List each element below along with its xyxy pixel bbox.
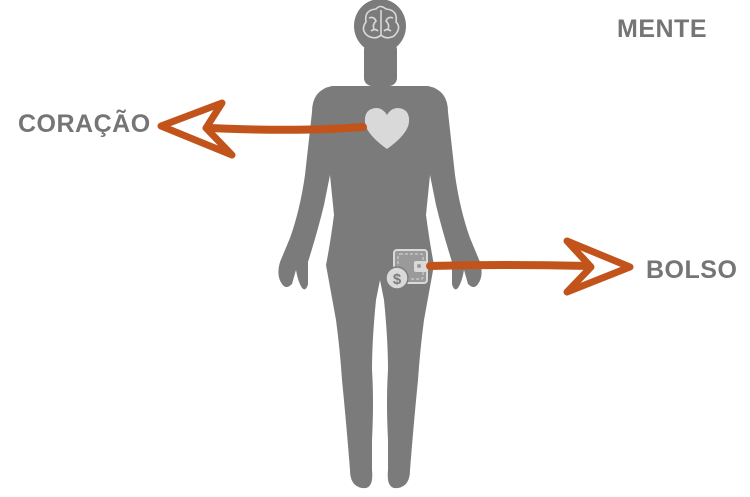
label-bolso: BOLSO: [646, 256, 738, 284]
brain-icon: [362, 5, 400, 39]
label-coracao: CORAÇÃO: [18, 110, 151, 138]
wallet-dollar-icon: $: [385, 249, 428, 290]
arrow-to-bolso: [426, 237, 634, 296]
label-mente: MENTE: [617, 15, 707, 43]
heart-icon: [364, 108, 410, 149]
svg-text:$: $: [393, 271, 402, 288]
human-silhouette: [278, 0, 482, 489]
arrow-to-coracao: [157, 99, 367, 159]
